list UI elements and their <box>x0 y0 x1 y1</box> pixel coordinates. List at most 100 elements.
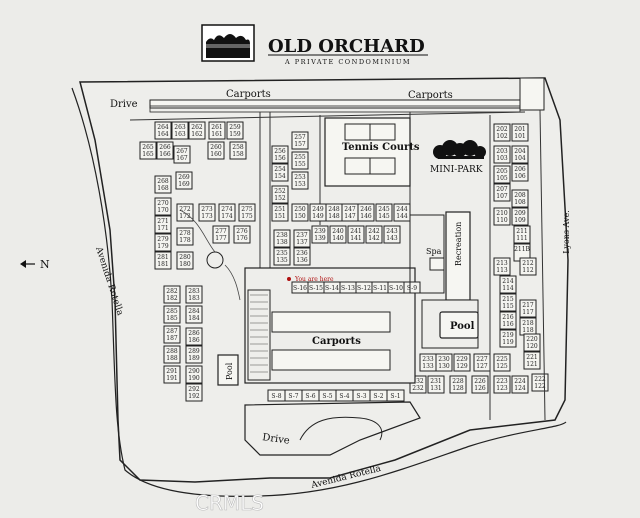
unit-number-lower: 175 <box>241 213 253 220</box>
unit-number-upper: 272 <box>179 206 191 213</box>
storage-unit-label: S-4 <box>339 393 349 400</box>
unit-number-upper: 240 <box>332 228 344 235</box>
unit-number-lower: 169 <box>178 181 190 188</box>
unit-number-upper: 226 <box>474 378 486 385</box>
mini-park-label: MINI-PARK <box>430 165 483 175</box>
unit-number-upper: 290 <box>188 368 200 375</box>
unit-number-lower: 111 <box>516 235 527 242</box>
unit-number-lower: 138 <box>276 239 288 246</box>
unit-number-lower: 184 <box>188 315 200 322</box>
storage-unit-label: S-15 <box>309 285 323 292</box>
unit-number-upper: 286 <box>188 330 200 337</box>
unit-number-lower: 101 <box>514 133 525 140</box>
unit-number-lower: 146 <box>360 213 372 220</box>
unit-number-upper: 218 <box>522 320 534 327</box>
unit-number-lower: 160 <box>210 151 222 158</box>
unit-number-lower: 113 <box>496 267 508 274</box>
unit-number-upper: 201 <box>514 126 525 133</box>
pool-right-label: Pool <box>450 321 475 332</box>
unit-number-upper: 287 <box>166 328 178 335</box>
unit-number-lower: 172 <box>179 213 191 220</box>
logo-subtitle: A PRIVATE CONDOMINIUM <box>284 58 411 66</box>
unit-number-lower: 159 <box>229 131 241 138</box>
unit-number-upper: 252 <box>274 188 286 195</box>
watermark: CRMLS <box>195 491 264 515</box>
unit-number-upper: 267 <box>176 148 188 155</box>
unit-number-upper: 212 <box>522 260 534 267</box>
unit-number-upper: 206 <box>514 166 526 173</box>
unit-number-upper: 242 <box>368 228 380 235</box>
unit-number-upper: 211B <box>514 246 530 253</box>
unit-number-upper: 266 <box>159 144 171 151</box>
unit-number-lower: 189 <box>188 355 200 362</box>
unit-number-upper: 225 <box>496 356 508 363</box>
you-are-here-marker <box>287 277 291 281</box>
unit-number-lower: 133 <box>422 363 434 370</box>
unit-number-upper: 204 <box>514 148 526 155</box>
unit-number-lower: 154 <box>274 173 286 180</box>
carports-top-left-label: Carports <box>226 89 271 100</box>
unit-number-upper: 233 <box>422 356 434 363</box>
unit-number-upper: 238 <box>276 232 288 239</box>
unit-number-upper: 251 <box>274 206 285 213</box>
unit-number-upper: 285 <box>166 308 178 315</box>
logo: OLD ORCHARD A PRIVATE CONDOMINIUM <box>201 24 428 66</box>
recreation-building <box>445 211 471 301</box>
unit-number-upper: 243 <box>386 228 398 235</box>
unit-number-lower: 157 <box>294 141 306 148</box>
unit-number-lower: 148 <box>328 213 340 220</box>
unit-number-upper: 228 <box>452 378 464 385</box>
unit-number-lower: 144 <box>396 213 408 220</box>
storage-unit-label: S-12 <box>357 285 371 292</box>
unit-number-upper: 229 <box>456 356 468 363</box>
unit-number-lower: 102 <box>496 133 508 140</box>
unit-number-lower: 192 <box>188 393 200 400</box>
unit-number-lower: 103 <box>496 155 508 162</box>
unit-number-lower: 147 <box>344 213 356 220</box>
unit-number-lower: 131 <box>430 385 441 392</box>
tennis-courts <box>324 117 411 187</box>
unit-number-upper: 221 <box>526 354 537 361</box>
unit-number-lower: 104 <box>514 155 526 162</box>
unit-number-lower: 115 <box>502 303 514 310</box>
unit-number-lower: 185 <box>166 315 178 322</box>
unit-number-upper: 207 <box>496 186 508 193</box>
storage-unit-label: S-10 <box>389 285 403 292</box>
unit-number-upper: 222 <box>534 376 546 383</box>
storage-unit-label: S-2 <box>373 393 383 400</box>
unit-number-lower: 182 <box>166 295 178 302</box>
unit-number-lower: 141 <box>350 235 361 242</box>
unit-number-upper: 269 <box>178 174 190 181</box>
unit-number-lower: 190 <box>188 375 200 382</box>
